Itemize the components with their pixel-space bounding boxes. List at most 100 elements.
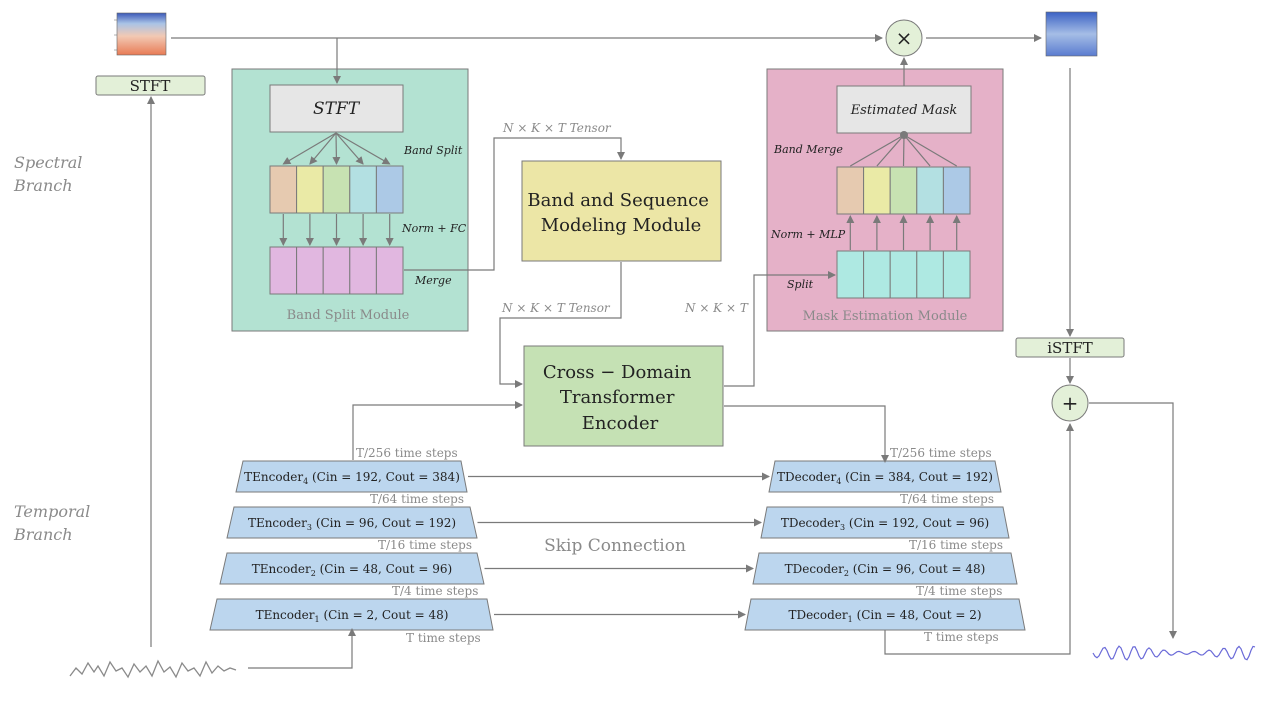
split-arrow-2 (309, 132, 337, 165)
encoder-steps-1: T/4 time steps (392, 584, 478, 598)
merge-label: Merge (414, 274, 452, 287)
decoder-steps-2: T/16 time steps (909, 538, 1003, 552)
encoder-steps-2: T/16 time steps (378, 538, 472, 552)
tdecoder-shape (744, 598, 1026, 631)
band-sequence-modeling-module: Band and Sequence Modeling Module (521, 160, 722, 262)
encoder-steps-4: T/256 time steps (356, 446, 458, 460)
fc-band-5 (375, 246, 404, 295)
tdecoder-1: TDecoder1 (Cin = 48, Cout = 2) (744, 598, 1026, 631)
merge-band-2 (863, 166, 891, 215)
tencoder-shape (235, 460, 468, 493)
tencoder-shape (209, 598, 494, 631)
svg-text:Cross − Domain Transform: Cross − Domain Transformer Encoder (543, 362, 697, 434)
stft-tag-label: STFT (130, 77, 171, 95)
tencoder-label: TEncoder4 (Cin = 192, Cout = 384) (244, 470, 460, 486)
nkt-label: N × K × T (684, 301, 749, 315)
inner-stft-box (269, 84, 404, 133)
split-arrow-1 (282, 132, 337, 165)
decoder-bottom-steps: T time steps (924, 630, 999, 644)
encoder-bottom-steps: T time steps (406, 631, 481, 645)
multiply-symbol: × (896, 26, 913, 50)
split-band-4 (916, 250, 944, 299)
band-4 (349, 165, 377, 214)
merge-line-1 (850, 134, 905, 167)
merge-line-5 (903, 134, 958, 167)
tencoder-label: TEncoder1 (Cin = 2, Cout = 48) (256, 608, 449, 624)
istft-tag-label: iSTFT (1047, 339, 1093, 357)
tencoder-3: TEncoder3 (Cin = 96, Cout = 192) (226, 506, 478, 539)
band-seq-line-2: Modeling Module (541, 215, 702, 236)
band-1 (269, 165, 298, 214)
istft-tag: iSTFT (1015, 337, 1125, 358)
spectral-branch-label: Spectral Branch (13, 153, 87, 195)
temporal-branch-label: Temporal Branch (13, 502, 95, 544)
tensor-out-label: N × K × T Tensor (501, 301, 611, 315)
tdecoder-shape (760, 506, 1010, 539)
cross-domain-line-1: Cross − Domain (543, 362, 692, 383)
tensor-in-label: N × K × T Tensor (502, 121, 612, 135)
split-label: Split (787, 278, 814, 291)
split-arrow-5 (335, 132, 391, 165)
band-split-label: Band Split (403, 144, 463, 157)
merge-band-5 (942, 166, 971, 215)
band-2 (296, 165, 324, 214)
band-merge-label: Band Merge (773, 143, 843, 156)
merge-line-4 (903, 134, 931, 167)
tdecoder-shape (768, 460, 1002, 493)
tdecoder-label: TDecoder2 (Cin = 96, Cout = 48) (785, 562, 986, 578)
output-spectrogram-image (1045, 11, 1098, 57)
tencoder-label: TEncoder3 (Cin = 96, Cout = 192) (248, 516, 456, 532)
split-band-1 (836, 250, 865, 299)
merge-band-4 (916, 166, 944, 215)
band-split-fc-bands (269, 246, 404, 295)
inner-stft-label: STFT (313, 99, 361, 119)
band-split-bands (269, 165, 404, 214)
tencoder-4: TEncoder4 (Cin = 192, Cout = 384) (235, 460, 468, 493)
stft-tag: STFT (95, 75, 206, 96)
tdecoder-4: TDecoder4 (Cin = 384, Cout = 192) (768, 460, 1002, 493)
split-band-2 (863, 250, 891, 299)
output-waveform-image (1092, 645, 1256, 661)
norm-mlp-label: Norm + MLP (770, 228, 846, 241)
encoder-steps-3: T/64 time steps (370, 492, 464, 506)
split-band-3 (889, 250, 918, 299)
skip-connection-label: Skip Connection (544, 536, 686, 556)
split-arrow-3 (332, 132, 341, 165)
estimated-mask-box (836, 85, 972, 134)
tdecoder-label: TDecoder1 (Cin = 48, Cout = 2) (788, 608, 981, 624)
tdecoder-2: TDecoder2 (Cin = 96, Cout = 48) (752, 552, 1018, 585)
split-arrow-4 (335, 132, 364, 165)
add-symbol: + (1062, 391, 1079, 415)
tdecoder-shape (752, 552, 1018, 585)
merge-line-2 (876, 134, 905, 167)
band-5 (375, 165, 404, 214)
connectors (147, 34, 1177, 669)
cross-domain-line-2: Transformer (560, 387, 675, 408)
mask-estimation-bands (836, 166, 971, 215)
mask-estimation-arrows (846, 131, 961, 250)
input-spectrogram-image (114, 12, 167, 56)
cross-domain-line-3: Encoder (582, 413, 659, 434)
cross-domain-transformer-encoder: Cross − Domain Transformer Encoder (523, 345, 724, 447)
merge-line-3 (902, 134, 905, 167)
tencoder-shape (219, 552, 485, 585)
mask-estimation-module-title: Mask Estimation Module (803, 309, 968, 324)
band-split-module: STFT Band Split Norm + FC Merge Band Spl… (231, 68, 469, 332)
decoder-steps-3: T/64 time steps (900, 492, 994, 506)
tencoder-2: TEncoder2 (Cin = 48, Cout = 96) (219, 552, 485, 585)
merge-band-1 (836, 166, 865, 215)
merge-band-3 (889, 166, 918, 215)
decoder-steps-4: T/256 time steps (890, 446, 992, 460)
tencoder-label: TEncoder2 (Cin = 48, Cout = 96) (252, 562, 452, 578)
fc-band-1 (269, 246, 298, 295)
band-seq-line-1: Band and Sequence (527, 190, 708, 211)
svg-text:Band and Sequence Modeli: Band and Sequence Modeling Module (527, 190, 714, 236)
temporal-coders: TEncoder4 (Cin = 192, Cout = 384) T/256 t… (209, 446, 1026, 631)
tencoder-shape (226, 506, 478, 539)
decoder-steps-1: T/4 time steps (916, 584, 1002, 598)
mask-estimation-split-bands (836, 250, 971, 299)
band-split-module-title: Band Split Module (287, 308, 410, 323)
mask-estimation-module: Estimated Mask Band Merge Norm + MLP Spl… (766, 68, 1004, 332)
norm-fc-label: Norm + FC (401, 222, 467, 235)
